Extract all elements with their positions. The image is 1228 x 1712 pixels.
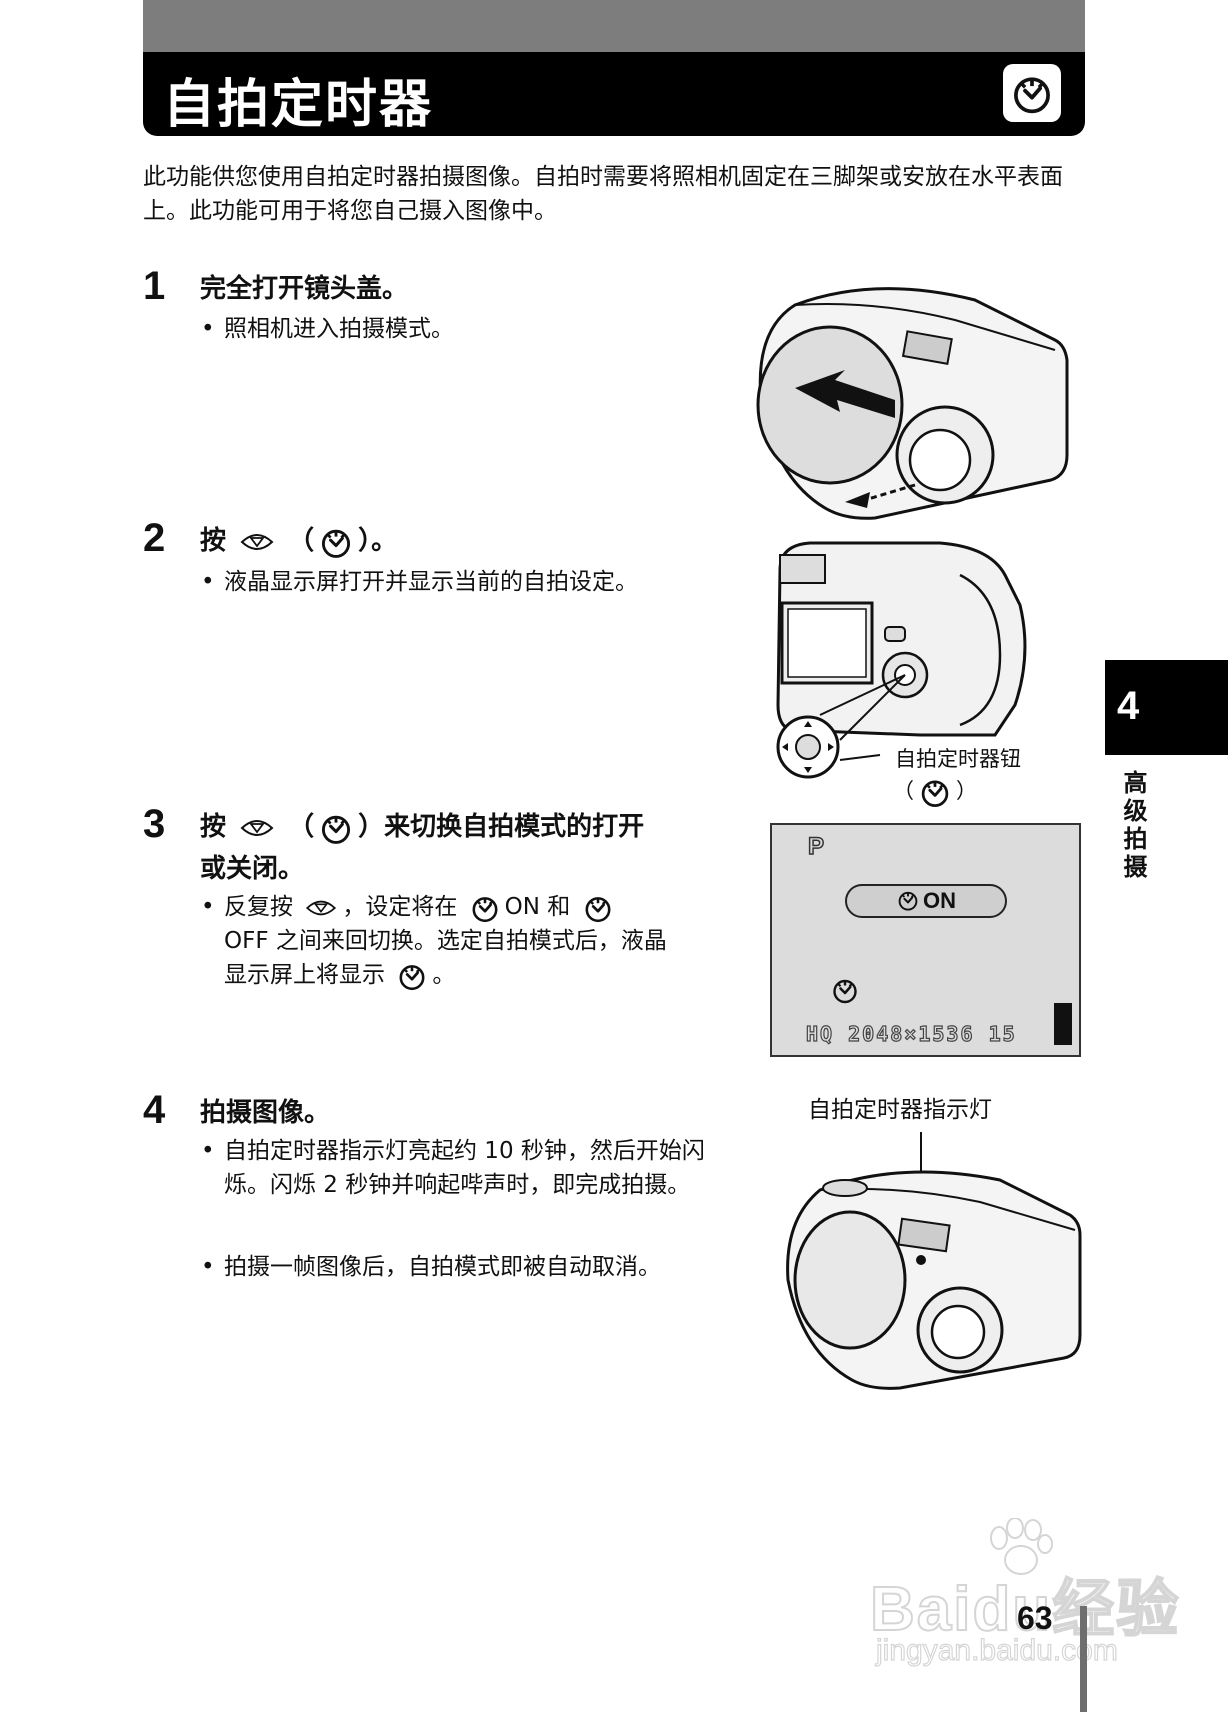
battery-bar (1054, 1003, 1072, 1045)
shooting-mode-indicator: P (807, 832, 825, 861)
camera-lens-cover-illustration (756, 287, 1069, 520)
camera-front-illustration (786, 1132, 1082, 1390)
title-icon-box (1003, 64, 1061, 122)
self-timer-icon (318, 810, 354, 846)
down-arrow-button-icon (304, 897, 338, 919)
lcd-screen: P ON HQ 2048×1536 15 (770, 823, 1081, 1057)
step-bullet: •反复按 ，设定将在 ON 和 OFF 之间来回切换。选定自拍模式后，液晶 显示… (201, 890, 744, 992)
step-bullet: •照相机进入拍摄模式。 (201, 316, 454, 342)
intro-paragraph: 此功能供您使用自拍定时器拍摄图像。自拍时需要将照相机固定在三脚架或安放在水平表面… (143, 164, 1063, 224)
timer-button-caption: 自拍定时器钮 (895, 747, 1021, 771)
step-heading: 拍摄图像。 (200, 1098, 331, 1128)
step-heading: 按 （）。 (200, 522, 397, 560)
step-heading-line2: 或关闭。 (200, 854, 305, 884)
self-timer-icon (469, 892, 501, 924)
step-bullet: •拍摄一帧图像后，自拍模式即被自动取消。 (201, 1254, 661, 1280)
self-timer-icon (896, 888, 920, 912)
self-timer-icon (1009, 70, 1055, 116)
page-number-rule (1080, 1606, 1087, 1712)
step-number: 3 (143, 802, 166, 846)
step-number: 1 (143, 264, 166, 308)
paw-logo-icon (990, 1518, 1053, 1575)
lcd-status-line: HQ 2048×1536 15 (805, 1021, 1017, 1046)
step-bullet: •自拍定时器指示灯亮起约 10 秒钟，然后开始闪烁。闪烁 2 秒钟并响起哔声时，… (201, 1138, 705, 1198)
page-number: 63 (1017, 1600, 1053, 1636)
down-arrow-button-icon (239, 816, 275, 840)
camera-back-illustration (776, 541, 1027, 779)
title-bar: 自拍定时器 (143, 52, 1085, 136)
step-bullet: •液晶显示屏打开并显示当前的自拍设定。 (201, 569, 638, 595)
step-heading: 按 （）来切换自拍模式的打开 (200, 808, 644, 846)
self-timer-icon (582, 892, 614, 924)
self-timer-icon (830, 975, 860, 1005)
step-number: 2 (143, 516, 166, 560)
page-title: 自拍定时器 (163, 75, 434, 135)
self-timer-icon (918, 775, 952, 809)
step-number: 4 (143, 1088, 166, 1132)
header-band (143, 0, 1085, 52)
self-timer-icon (396, 960, 428, 992)
down-arrow-button-icon (239, 530, 275, 554)
timer-lamp-caption: 自拍定时器指示灯 (808, 1097, 992, 1123)
self-timer-icon (318, 524, 354, 560)
chapter-number: 4 (1117, 684, 1140, 728)
self-timer-status-pill: ON (845, 884, 1007, 918)
watermark-text: Baidu经验 (869, 1574, 1181, 1645)
baidu-watermark: Baidu经验 jingyan.baidu.com (869, 1518, 1179, 1678)
chapter-tab: 4 (1105, 660, 1228, 755)
chapter-label: 高级拍摄 (1119, 770, 1147, 882)
step-heading: 完全打开镜头盖。 (200, 274, 409, 304)
timer-button-caption-icon: （） (893, 775, 977, 809)
watermark-url: jingyan.baidu.com (875, 1633, 1118, 1667)
